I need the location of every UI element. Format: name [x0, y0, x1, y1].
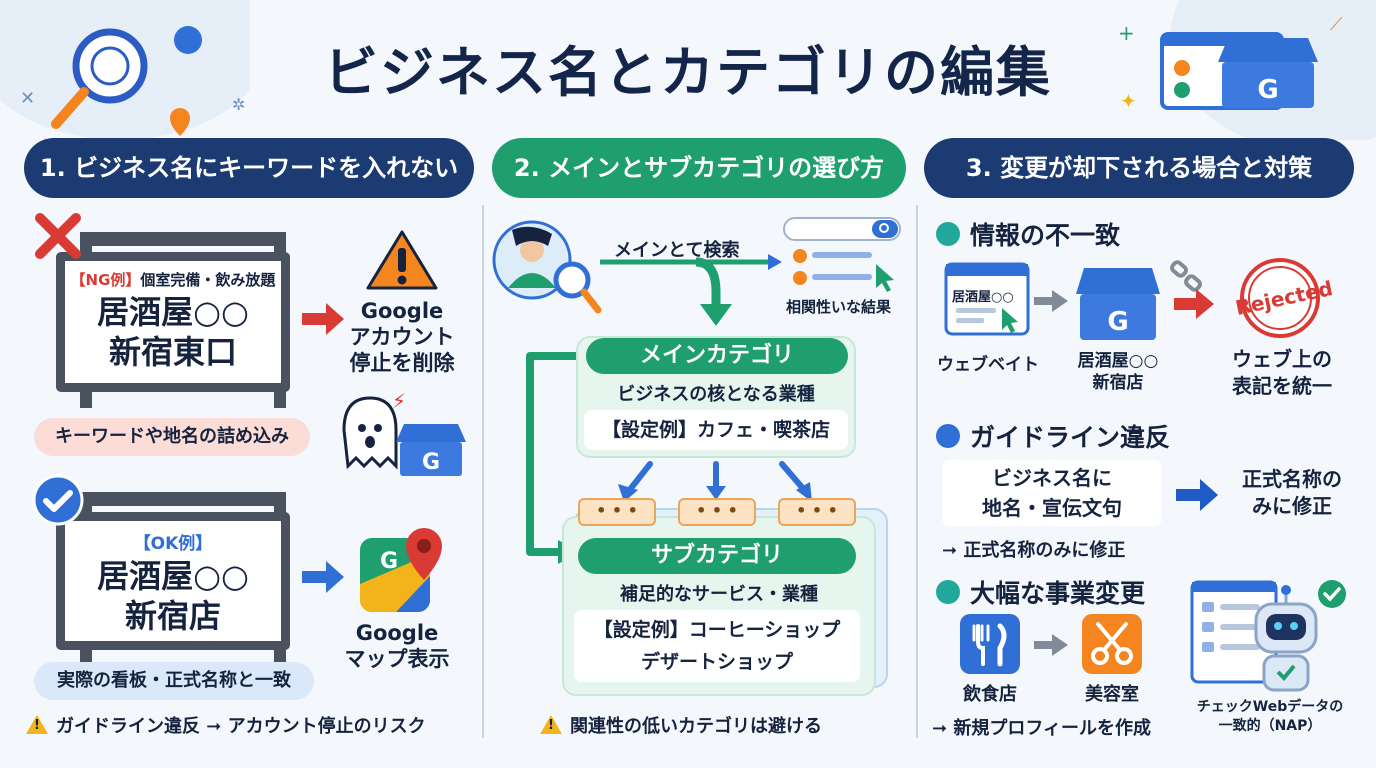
- broken-link-icon: [1170, 260, 1202, 292]
- ok-sign-top-bar: [80, 492, 286, 506]
- ng-tag: 【NG例】: [70, 271, 141, 289]
- case-1-fix: ウェブ上の 表記を統一: [1232, 347, 1332, 398]
- blue-arrow-icon: [1176, 479, 1218, 511]
- map-pin-icon: [170, 108, 190, 136]
- case-3-to: 美容室: [1085, 684, 1139, 705]
- ok-signboard: 【OK例】 居酒屋○○ 新宿店: [56, 512, 290, 650]
- case-2-bullet: [936, 424, 960, 448]
- google-maps-icon: G: [360, 528, 442, 612]
- rejected-stamp-icon: [1240, 258, 1320, 338]
- section-2-warning: 関連性の低いカテゴリは避ける: [540, 712, 910, 738]
- sub-category-desc: 補足的なサービス・業種: [620, 584, 818, 605]
- ghost-store-illustration: ⚡ G: [342, 390, 466, 476]
- ng-signboard: 【NG例】個室完備・飲み放題 居酒屋○○ 新宿東口: [56, 252, 290, 392]
- case-1-bullet: [936, 222, 960, 246]
- ng-sign-top-bar: [80, 232, 286, 246]
- ok-pill: 実際の看板・正式名称と一致: [34, 662, 314, 700]
- sub-category-example: 【設定例】コーヒーショップ デザートショップ: [574, 610, 860, 682]
- column-divider-2: [916, 205, 918, 738]
- robot-label: チェックWebデータの 一致的（NAP）: [1196, 699, 1344, 734]
- web-page-text: 居酒屋○○: [952, 290, 1014, 305]
- gray-arrow-icon: [1034, 634, 1068, 656]
- ok-name-line1: 居酒屋○○: [97, 557, 249, 595]
- svg-text:✦: ✦: [1120, 89, 1137, 113]
- page-title: ビジネス名とカテゴリの編集: [324, 41, 1052, 104]
- main-category-example: 【設定例】カフェ・喫茶店: [584, 410, 848, 450]
- section-1-warning: ガイドライン違反 ➞ アカウント停止のリスク: [26, 712, 476, 738]
- warning-icon: [540, 715, 562, 734]
- ghost-icon: [342, 396, 398, 470]
- svg-text:⟋: ⟋: [1330, 14, 1343, 35]
- category-chip-1: • • •: [578, 498, 656, 526]
- search-flow-arrows: [600, 217, 901, 326]
- svg-text:G: G: [422, 450, 440, 475]
- svg-text:G: G: [380, 549, 398, 574]
- svg-text:✲: ✲: [232, 95, 245, 114]
- case-1-title: 情報の不一致: [970, 221, 1121, 250]
- category-chip-3: • • •: [778, 498, 856, 526]
- case-3-from: 飲食店: [963, 684, 1017, 705]
- main-category-desc: ビジネスの核となる業種: [617, 384, 815, 405]
- svg-text:⚡: ⚡: [392, 390, 406, 413]
- google-store-icon: G: [396, 424, 466, 476]
- ng-pill: キーワードや地名の詰め込み: [34, 418, 310, 456]
- ng-cross-icon: [35, 213, 81, 259]
- search-results-icon: [783, 217, 901, 292]
- ng-name-line2: 新宿東口: [108, 333, 237, 371]
- ok-result-label: Google マップ表示: [344, 621, 450, 671]
- case-3-bullet: [936, 580, 960, 604]
- warning-triangle-icon: [366, 230, 438, 290]
- ok-tag: 【OK例】: [133, 534, 213, 554]
- ok-arrow-icon: [302, 561, 344, 593]
- chat-bubble-icon: [174, 26, 202, 54]
- google-store-icon: G: [1218, 38, 1318, 108]
- ng-name-line1: 居酒屋○○: [97, 293, 249, 331]
- restaurant-icon: [960, 614, 1020, 674]
- web-page-icon: [944, 262, 1030, 336]
- ng-tagline: 個室完備・飲み放題: [140, 271, 276, 289]
- case-3-note: ➞ 新規プロフィールを作成: [932, 718, 1151, 739]
- svg-text:G: G: [1257, 75, 1278, 105]
- gbp-decoration: G + ✦ ⟋: [1118, 0, 1376, 140]
- result-label: 相関性いな結果: [786, 298, 892, 316]
- section-3-header: 3. 変更が却下される場合と対策: [924, 138, 1354, 198]
- robot-icon: [1254, 585, 1318, 692]
- ng-result-label: Google アカウント 停止を削除: [349, 299, 455, 375]
- gray-arrow-icon: [1034, 290, 1068, 312]
- sub-category-title: サブカテゴリ: [578, 538, 856, 574]
- ok-name-line2: 新宿店: [124, 597, 221, 635]
- case-2-note: ➞ 正式名称のみに修正: [942, 540, 1126, 561]
- ng-arrow-icon: [302, 303, 344, 335]
- store-label: 居酒屋○○ 新宿店: [1077, 351, 1159, 393]
- case-2-fix: 正式名称の みに修正: [1242, 467, 1342, 518]
- main-category-title: メインカテゴリ: [586, 338, 848, 374]
- svg-text:G: G: [1107, 307, 1128, 337]
- ok-check-icon: [32, 474, 84, 526]
- warning-icon: [26, 715, 48, 734]
- search-decoration: ✕ ✲: [0, 0, 250, 140]
- case-2-title: ガイドライン違反: [970, 423, 1171, 452]
- branch-arrows: [618, 461, 812, 502]
- user-search-illustration: [492, 220, 602, 314]
- magnifier-icon: [51, 28, 148, 129]
- salon-icon: [1082, 614, 1142, 674]
- search-label: メインとて検索: [614, 240, 740, 261]
- section-1-header: 1. ビジネス名にキーワードを入れない: [24, 138, 474, 198]
- rejected-illustration: [1170, 258, 1320, 338]
- svg-text:✕: ✕: [20, 88, 35, 109]
- google-store-icon: G: [1076, 268, 1160, 340]
- column-divider-1: [482, 205, 484, 738]
- case-2-box: ビジネス名に 地名・宣伝文句: [942, 460, 1162, 526]
- robot-check-illustration: [1190, 580, 1346, 692]
- svg-text:+: +: [1118, 21, 1135, 45]
- case-3-title: 大幅な事業変更: [970, 579, 1146, 608]
- category-chip-2: • • •: [678, 498, 756, 526]
- section-2-header: 2. メインとサブカテゴリの選び方: [492, 138, 906, 198]
- web-page-label: ウェブベイト: [937, 355, 1039, 375]
